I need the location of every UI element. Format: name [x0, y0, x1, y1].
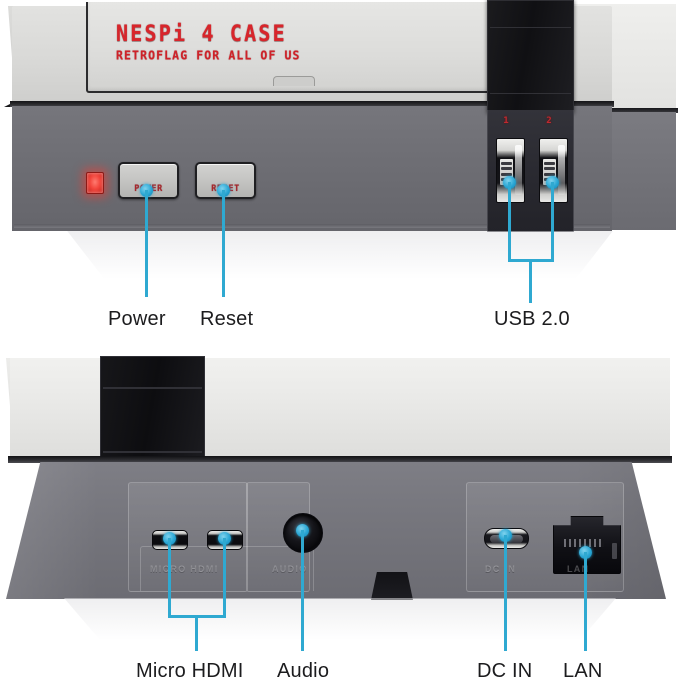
- silkscreen-micro-hdmi: MICRO HDMI: [150, 564, 219, 574]
- silkscreen-dc-in: DC IN: [485, 564, 516, 574]
- lan-rj45-port[interactable]: [553, 516, 621, 574]
- silkscreen-lan: LAN: [567, 564, 590, 574]
- rj45-pins: [564, 539, 604, 547]
- callout-label-power: Power: [108, 308, 166, 330]
- front-view: NESPi 4 CASE RETROFLAG FOR ALL OF US POW…: [0, 0, 686, 340]
- rear-seam: [8, 456, 672, 463]
- callout-label-micro-hdmi: Micro HDMI: [136, 660, 244, 682]
- front-reflection: [67, 231, 613, 279]
- cartridge-lid-plate: [86, 2, 500, 93]
- flap-groove: [103, 387, 202, 389]
- callout-line-usb-1: [508, 182, 511, 262]
- callout-line-usb-2: [551, 182, 554, 262]
- usb-port-number-2: 2: [546, 116, 552, 126]
- callout-line-audio: [301, 530, 304, 651]
- silkscreen-audio: AUDIO: [272, 564, 308, 574]
- lid-tab: [273, 76, 315, 86]
- rear-bottom-notch: [371, 572, 413, 600]
- callout-label-dc-in: DC IN: [477, 660, 533, 682]
- power-led-indicator: [86, 172, 104, 194]
- flap-groove: [490, 27, 571, 28]
- rear-view: MICRO HDMI AUDIO DC IN LAN: [0, 350, 686, 640]
- usb-port-number-1: 1: [503, 116, 509, 126]
- flap-groove: [103, 451, 202, 453]
- callout-line-hdmi-1: [168, 538, 171, 618]
- rj45-clip: [612, 543, 617, 559]
- callout-label-usb: USB 2.0: [494, 308, 570, 330]
- callout-line-usb-stem: [529, 259, 532, 303]
- callout-label-lan: LAN: [563, 660, 603, 682]
- cartridge-flap-front[interactable]: [487, 0, 574, 114]
- flap-groove: [490, 93, 571, 94]
- callout-line-hdmi-2: [223, 538, 226, 618]
- callout-line-power: [145, 190, 148, 297]
- callout-line-dc-in: [504, 535, 507, 651]
- front-seam: [10, 101, 614, 107]
- logo-line-2: RETROFLAG FOR ALL OF US: [116, 47, 301, 63]
- callout-label-reset: Reset: [200, 308, 254, 330]
- callout-line-lan: [584, 552, 587, 651]
- rear-reflection: [64, 598, 616, 640]
- front-panel-bottom-edge: [14, 224, 610, 228]
- cartridge-flap-rear[interactable]: [100, 356, 205, 473]
- front-right-seam: [570, 108, 678, 113]
- callout-line-hdmi-stem: [195, 615, 198, 651]
- callout-label-audio: Audio: [277, 660, 330, 682]
- logo-line-1: NESPi 4 CASE: [116, 19, 287, 47]
- usb-gloss: [558, 145, 565, 195]
- callout-line-reset: [222, 190, 225, 297]
- product-logo: NESPi 4 CASE RETROFLAG FOR ALL OF US: [116, 22, 366, 62]
- usb-gloss: [515, 145, 522, 195]
- usb-2-0-port-2[interactable]: [539, 138, 568, 203]
